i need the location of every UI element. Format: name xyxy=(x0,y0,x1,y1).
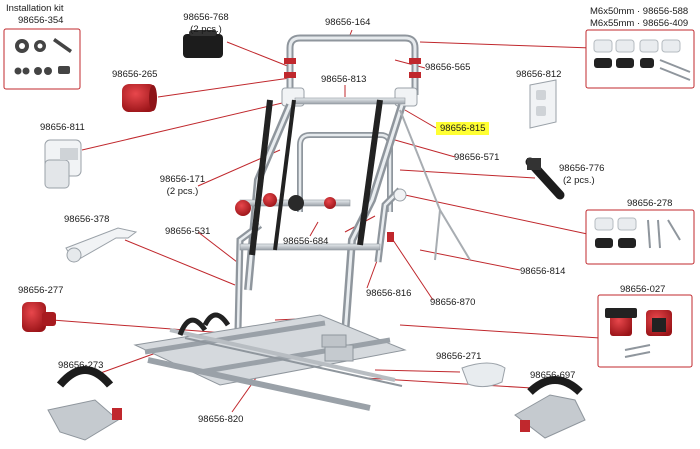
part-812-image xyxy=(529,79,557,129)
label-98656-816: 98656-816 xyxy=(366,288,412,299)
label-98656-164: 98656-164 xyxy=(325,17,371,28)
installation-kit-number: 98656-354 xyxy=(18,15,64,26)
label-98656-027: 98656-027 xyxy=(620,284,666,295)
part-378-image xyxy=(65,227,138,263)
kit-box-027 xyxy=(597,294,693,368)
label-98656-278: 98656-278 xyxy=(627,198,673,209)
part-265-image xyxy=(122,84,157,112)
part-697-image xyxy=(514,376,586,439)
part-811-image xyxy=(44,139,82,189)
label-98656-273: 98656-273 xyxy=(58,360,104,371)
label-98656-171: 98656-171 xyxy=(159,174,206,185)
installation-kit-title: Installation kit xyxy=(6,3,64,14)
label-98656-812: 98656-812 xyxy=(516,69,562,80)
part-271-image xyxy=(461,362,506,388)
part-768-image xyxy=(183,30,223,58)
label-98656-378: 98656-378 xyxy=(64,214,110,225)
part-273-image xyxy=(47,366,122,441)
label-98656-265: 98656-265 xyxy=(112,69,158,80)
label-98656-813: 98656-813 xyxy=(321,74,367,85)
installation-kit-box xyxy=(3,28,81,90)
label-98656-776-qty: (2 pcs.) xyxy=(563,175,595,186)
label-98656-811: 98656-811 xyxy=(40,122,85,133)
label-98656-277: 98656-277 xyxy=(18,285,64,296)
label-98656-571: 98656-571 xyxy=(454,152,500,163)
label-98656-697: 98656-697 xyxy=(530,370,576,381)
label-98656-768-qty: (2 pcs.) xyxy=(190,24,222,35)
bolt-kit-box xyxy=(585,29,695,89)
part-277-image xyxy=(22,302,56,332)
label-98656-776: 98656-776 xyxy=(559,163,605,174)
label-98656-531: 98656-531 xyxy=(165,226,211,237)
label-98656-171-qty: (2 pcs.) xyxy=(166,186,199,197)
label-98656-684: 98656-684 xyxy=(283,236,329,247)
part-776-image xyxy=(525,157,565,200)
label-98656-565: 98656-565 xyxy=(425,62,471,73)
kit-box-278 xyxy=(585,209,695,265)
label-98656-820: 98656-820 xyxy=(198,414,244,425)
label-98656-409: M6x55mm · 98656-409 xyxy=(590,18,689,29)
label-98656-588: M6x50mm · 98656-588 xyxy=(590,6,689,17)
label-98656-768: 98656-768 xyxy=(183,12,229,23)
label-98656-815-highlighted: 98656-815 xyxy=(436,122,490,135)
label-98656-271: 98656-271 xyxy=(436,351,482,362)
label-98656-870: 98656-870 xyxy=(430,297,476,308)
rack-frame xyxy=(234,34,471,336)
rails xyxy=(133,312,407,411)
label-98656-814: 98656-814 xyxy=(520,266,566,277)
